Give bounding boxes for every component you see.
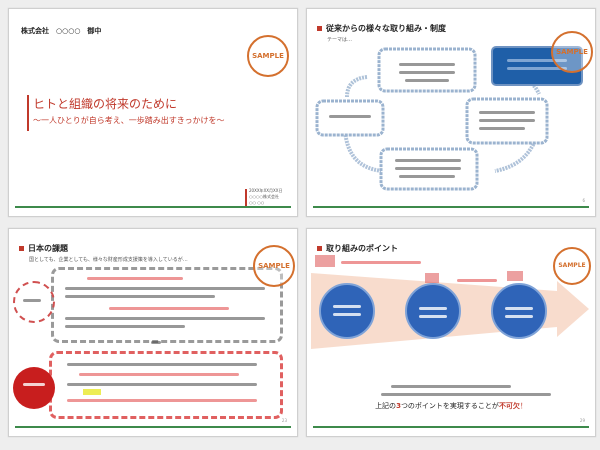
slide-heading: 従来からの様々な取り組み・制度 bbox=[317, 23, 446, 34]
sample-stamp: SAMPLE bbox=[553, 247, 591, 285]
point-circle-2 bbox=[405, 283, 461, 339]
summary-line: 上記の3つのポイントを実現することが不可欠！ bbox=[375, 402, 527, 410]
slide-subtitle: テーマは… bbox=[327, 37, 353, 43]
slide-heading: 取り組みのポイント bbox=[317, 243, 398, 254]
cycle-box-top bbox=[377, 47, 477, 93]
slide-3-thumbnail[interactable]: 日本の課題 国としても、企業としても、様々な財産形成支援策を導入しているが… S… bbox=[8, 228, 298, 437]
footer-line bbox=[15, 426, 291, 428]
sample-stamp: SAMPLE bbox=[551, 31, 593, 73]
slide-4-thumbnail[interactable]: 取り組みのポイント 上記の3つのポイントを実現することが不可欠！ SAMPLE … bbox=[306, 228, 596, 437]
heading-bullet-icon bbox=[19, 246, 24, 251]
heading-bullet-icon bbox=[317, 26, 322, 31]
issue-circle-left bbox=[13, 281, 55, 323]
slide-heading: 日本の課題 bbox=[19, 243, 68, 254]
presenter-name: ○○ ○○ bbox=[249, 200, 265, 205]
presenter-accent-bar bbox=[245, 189, 247, 207]
issue-circle-red bbox=[13, 367, 55, 409]
sample-stamp: SAMPLE bbox=[247, 35, 289, 77]
point-circle-3 bbox=[491, 283, 547, 339]
page-number: 23 bbox=[281, 418, 287, 423]
slide-subtitle: 国としても、企業としても、様々な財産形成支援策を導入しているが… bbox=[29, 257, 188, 263]
page-number: 6 bbox=[582, 198, 585, 203]
presenter-date: 20XX年XX月XX日 bbox=[249, 188, 283, 193]
footer-line bbox=[313, 206, 589, 208]
presenter-company: ○○○○株式会社 bbox=[249, 194, 279, 199]
slide-1-thumbnail[interactable]: 株式会社 ○○○○ 御中 SAMPLE ヒトと組織の将来のために 〜一人ひとりが… bbox=[8, 8, 298, 217]
sample-stamp: SAMPLE bbox=[253, 245, 295, 287]
footer-line bbox=[313, 426, 589, 428]
title-accent-bar bbox=[27, 95, 29, 131]
cycle-diagram bbox=[315, 46, 583, 191]
page-number: 29 bbox=[579, 418, 585, 423]
cycle-box-left bbox=[315, 99, 385, 137]
heading-bullet-icon bbox=[317, 246, 322, 251]
highlight-marker bbox=[83, 389, 101, 395]
footer-line bbox=[15, 206, 291, 208]
client-name: 株式会社 ○○○○ 御中 bbox=[21, 27, 102, 35]
slide-title: ヒトと組織の将来のために bbox=[33, 97, 178, 111]
arrow-diagram bbox=[311, 255, 589, 349]
slide-2-thumbnail[interactable]: 従来からの様々な取り組み・制度 テーマは… SAMPLE 6 bbox=[306, 8, 596, 217]
slide-subtitle: 〜一人ひとりが自ら考え、一歩踏み出すきっかけを〜 bbox=[33, 116, 225, 125]
point-circle-1 bbox=[319, 283, 375, 339]
